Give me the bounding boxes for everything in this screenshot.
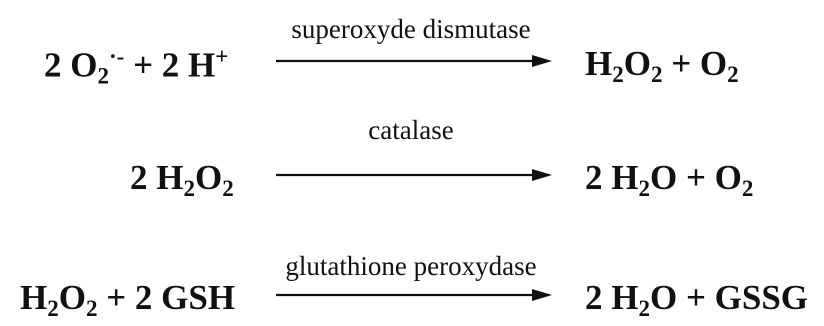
reactants-formula: 2 H2O2 xyxy=(130,158,234,202)
reactants-formula: 2 O2·- + 2 H+ xyxy=(44,44,228,90)
formula-subscript: 2 xyxy=(638,175,650,201)
formula-subscript: 2 xyxy=(741,175,754,201)
formula-text: + 2 GSH xyxy=(97,278,236,317)
formula-text: O xyxy=(58,278,86,317)
formula-text: O + O xyxy=(649,158,742,197)
reactants-formula: H2O2 + 2 GSH xyxy=(20,278,235,322)
enzyme-label: glutathione peroxydase xyxy=(285,251,537,281)
formula-subscript: 2 xyxy=(97,63,109,89)
reaction-catalase: catalase 2 H2O2 2 H2O + O2 xyxy=(0,108,824,208)
reaction-glutathione-peroxydase: glutathione peroxydase H2O2 + 2 GSH 2 H2… xyxy=(0,216,824,321)
formula-text: + O xyxy=(662,44,728,83)
formula-subscript: 2 xyxy=(612,61,624,87)
formula-subscript: 2 xyxy=(47,295,59,321)
formula-text: O xyxy=(194,158,223,197)
products-formula: H2O2 + O2 xyxy=(585,44,739,88)
formula-text: O + GSSG xyxy=(649,278,809,317)
formula-text: O xyxy=(623,44,651,83)
formula-text: 2 O xyxy=(44,45,98,85)
formula-text: + 2 H xyxy=(124,45,216,85)
formula-subscript: 2 xyxy=(85,295,98,321)
formula-subscript: 2 xyxy=(638,295,650,321)
formula-text: H xyxy=(20,278,48,317)
formula-superscript: + xyxy=(215,44,229,69)
formula-text: 2 H xyxy=(585,278,639,317)
formula-subscript: 2 xyxy=(727,61,739,87)
products-formula: 2 H2O + O2 xyxy=(585,158,753,202)
formula-subscript: 2 xyxy=(183,175,195,201)
reaction-arrow xyxy=(276,55,552,67)
enzyme-label: superoxyde dismutase xyxy=(291,14,531,44)
formula-subscript: 2 xyxy=(222,175,234,201)
reaction-arrow xyxy=(276,169,552,181)
formula-text: 2 H xyxy=(130,158,184,197)
formula-text: H xyxy=(585,44,613,83)
enzyme-label: catalase xyxy=(368,115,454,145)
formula-subscript: 2 xyxy=(650,61,663,87)
reaction-superoxide-dismutase: superoxyde dismutase 2 O2·- + 2 H+ H2O2 … xyxy=(0,0,824,100)
products-formula: 2 H2O + GSSG xyxy=(585,278,808,322)
reaction-arrow xyxy=(276,289,552,301)
formula-text: 2 H xyxy=(585,158,639,197)
formula-superscript: ·- xyxy=(108,44,125,69)
